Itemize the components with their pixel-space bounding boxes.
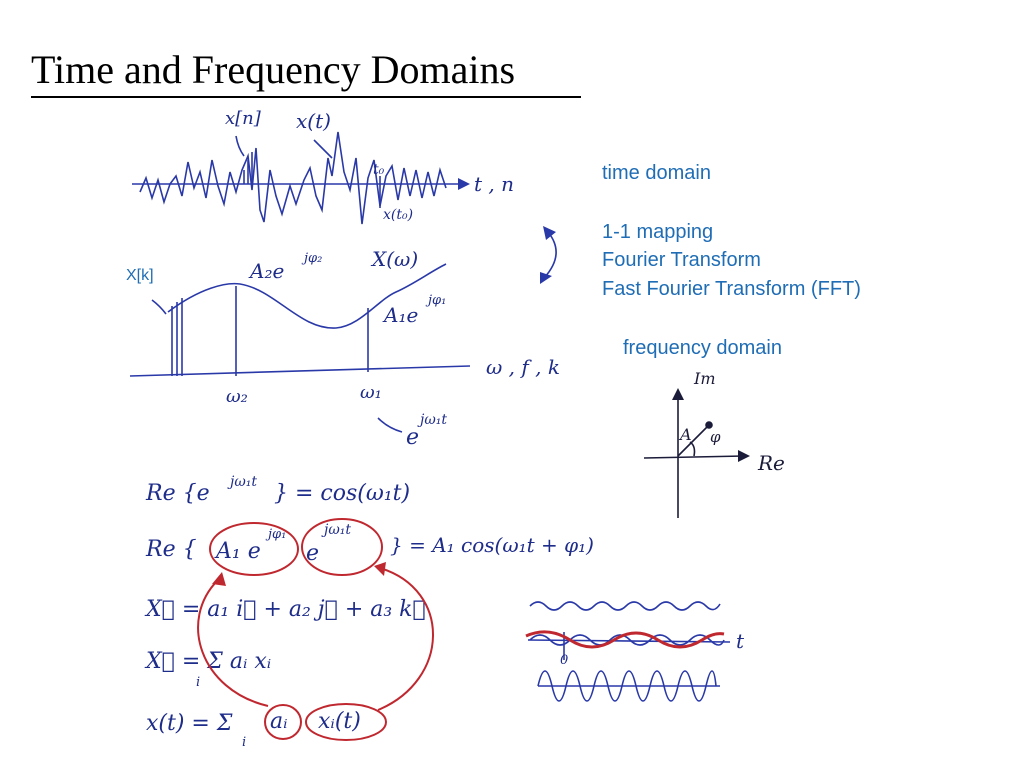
a1-term-label: A₁e [382, 303, 418, 327]
time-signal-curve [139, 131, 447, 225]
circle-a1-phase [209, 522, 299, 576]
x-t-pointer [313, 139, 333, 159]
x-n-pointer [235, 135, 245, 157]
eq2-term1-exponent: jφ₁ [265, 527, 286, 542]
phasor-vector [677, 425, 709, 457]
re-label: Re [757, 451, 785, 475]
circle-ai [264, 704, 302, 740]
wave-t-label: t [736, 629, 745, 653]
phi1-exponent: jφ₁ [425, 293, 446, 308]
title-underline [31, 96, 581, 98]
frequency-domain-label: frequency domain [623, 337, 782, 359]
xk-label: X[k] [126, 267, 154, 284]
w1-label: ω₁ [360, 382, 382, 403]
page-title: Time and Frequency Domains [31, 47, 516, 92]
eq1-rhs: } = cos(ω₁t) [274, 481, 410, 506]
eq1-lhs: Re {e [145, 481, 210, 506]
real-arrowhead [738, 450, 750, 462]
real-axis [643, 455, 745, 459]
eq2-lhs: Re { [145, 537, 197, 562]
eq5-basis: xᵢ(t) [318, 709, 361, 734]
wave-top [529, 601, 721, 611]
connector-arrowhead-right [374, 562, 386, 576]
w-f-k-axis-label: ω , f , k [486, 355, 560, 379]
connector-arrowhead-left [212, 572, 226, 586]
complex-plane [643, 388, 750, 518]
mapping-arrowhead-down [540, 272, 552, 284]
ejw1t-exponent: jω₁t [417, 412, 447, 428]
fft-label: Fast Fourier Transform (FFT) [602, 278, 861, 300]
eq2-term1: A₁ e [214, 539, 261, 564]
ejw1t-pointer [377, 417, 403, 433]
xk-pointer [151, 299, 167, 315]
time-domain-plot [132, 131, 470, 225]
frequency-axis [129, 365, 471, 377]
eq2-term2-exponent: jω₁t [321, 522, 351, 538]
sinusoid-sketch [525, 601, 731, 702]
fourier-transform-label: Fourier Transform [602, 249, 761, 271]
phase-label: φ [710, 428, 721, 446]
phasor-point [705, 421, 713, 429]
connector-a-coefficient [197, 579, 269, 707]
imaginary-arrowhead [672, 388, 684, 400]
eq5-subscript: i [242, 735, 246, 750]
wave-bottom [537, 670, 717, 702]
eq5-coefficient: aᵢ [270, 709, 288, 734]
x-w-label: X(ω) [370, 247, 418, 271]
frequency-domain-plot [129, 226, 557, 433]
ejw1t-base: e [406, 425, 419, 450]
eq3-vector-decomposition: X⃗ = a₁ i⃗ + a₂ j⃗ + a₃ k⃗ [144, 597, 426, 622]
spectrum-curve [167, 263, 447, 329]
t-n-axis-label: t , n [474, 172, 514, 196]
phi2-exponent: jφ₂ [301, 251, 322, 266]
w2-label: ω₂ [226, 386, 248, 407]
mapping-label: 1-1 mapping [602, 221, 714, 243]
equations: Re {e jω₁t } = cos(ω₁t) Re { A₁ e jφ₁ e … [144, 474, 594, 750]
eq4-subscript: i [196, 675, 200, 690]
time-domain-label: time domain [602, 162, 711, 184]
x-n-label: x[n] [225, 108, 262, 129]
amplitude-label: A [678, 425, 692, 444]
wave-middle-red [525, 630, 725, 649]
eq1-exponent: jω₁t [227, 474, 257, 490]
circle-ejw1t [301, 518, 383, 576]
eq5-lhs: x(t) = Σ [146, 711, 233, 736]
im-label: Im [693, 369, 716, 388]
a2-term-label: A₂e [248, 259, 284, 283]
red-annotations [197, 518, 434, 741]
x-t-label: x(t) [296, 109, 331, 133]
angle-arc [689, 441, 696, 457]
eq2-rhs: } = A₁ cos(ω₁t + φ₁) [390, 533, 594, 557]
wave-middle-blue [529, 634, 725, 646]
mapping-arrowhead-up [543, 226, 556, 240]
time-axis-arrowhead [458, 178, 470, 190]
x-t0-label: x(t₀) [383, 207, 413, 223]
eq2-term2: e [306, 541, 319, 566]
connector-basis [377, 567, 434, 711]
wave-origin-label: 0 [560, 653, 568, 668]
t0-label: t₀ [373, 162, 385, 178]
circle-xi-t [305, 703, 387, 741]
